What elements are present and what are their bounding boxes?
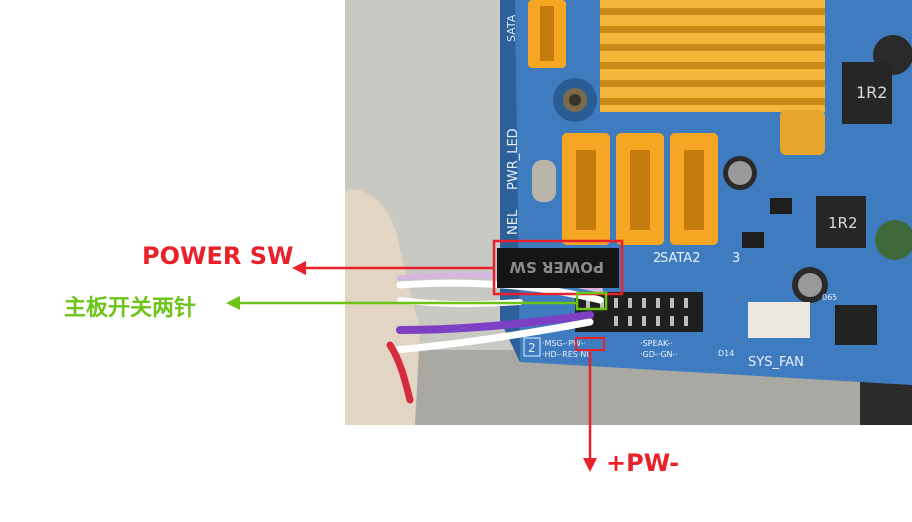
silkscreen-2: 2: [528, 341, 536, 355]
inductor-bottom-label: 1R2: [828, 214, 858, 232]
power-sw-annotation: POWER SW: [142, 242, 294, 270]
header-row1b-label: ·SPEAK-·: [640, 339, 673, 348]
sys-fan-label: SYS_FAN: [748, 355, 804, 370]
heatsink: [600, 0, 825, 155]
crystal: [532, 160, 556, 202]
sata-top-label: SATA: [505, 14, 518, 42]
inductor-bottom: [816, 196, 866, 248]
chip-2: [742, 232, 764, 248]
sata2-num1: 2: [653, 251, 661, 266]
pw-annotation: +PW-: [606, 449, 680, 477]
panel-label: NEL: [506, 209, 521, 235]
sata2-num3: 3: [732, 251, 740, 266]
pwr-led-label: PWR_LED: [506, 128, 521, 190]
silkscreen-box-2: [523, 337, 541, 357]
sata-connectors: [562, 133, 718, 245]
regulator: [835, 305, 877, 345]
header-row2b-label: ·GD-·GN-·: [640, 350, 678, 359]
header-row2-label: ·HD-·RES·NC: [542, 350, 592, 359]
power-sw-arrowhead: [292, 261, 306, 275]
d14-label: D14: [718, 349, 734, 358]
pins-arrowhead: [226, 296, 240, 310]
board-pins-annotation: 主板开关两针: [64, 296, 197, 321]
header-row1-label: ·MSG-·PW-·: [542, 339, 586, 348]
power-sw-connector: [497, 248, 619, 288]
pins-highlight-box: [575, 291, 608, 311]
connector-label: POWER SW: [509, 258, 604, 276]
pw-arrowhead: [583, 458, 597, 472]
inductor-top: [842, 62, 892, 124]
q65-label: 065: [822, 293, 837, 302]
sata2-label: SATA2: [660, 251, 700, 266]
chip-1: [770, 198, 792, 214]
inductor-top-label: 1R2: [856, 83, 887, 102]
capacitor-3: [875, 220, 912, 260]
sys-fan-header: [748, 302, 810, 338]
header-pins: [586, 298, 688, 326]
